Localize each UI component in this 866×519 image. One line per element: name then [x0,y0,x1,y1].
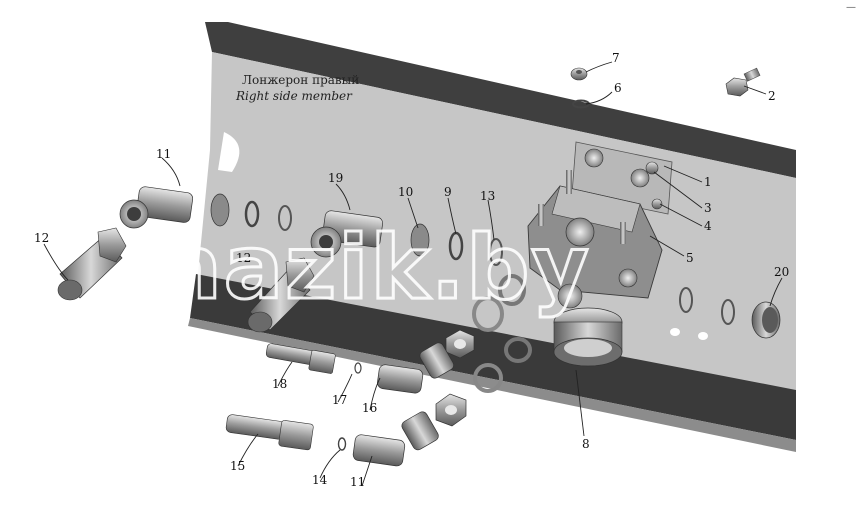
caption-en: Right side member [235,89,353,103]
callout-3: 3 [704,201,712,215]
callout-1: 1 [704,175,712,189]
part-elbow-16 [377,342,455,394]
web-hole [698,332,708,340]
callout-14: 14 [312,473,328,487]
callout-6: 6 [614,81,622,95]
callout-11-bottom: 11 [350,475,365,489]
callout-4: 4 [704,219,712,233]
part-fitting-12-mid [247,257,315,333]
callout-2: 2 [768,89,776,103]
part-ring-17 [354,362,362,374]
side-member-bottom-flange [190,274,796,440]
part-plug-20 [751,301,781,339]
callout-labels: 1 2 3 4 5 6 7 8 9 10 11 11 12 12 13 14 1… [34,51,789,489]
callout-16: 16 [362,401,377,415]
callout-7: 7 [612,51,620,65]
callout-17: 17 [332,393,347,407]
callout-5: 5 [686,251,694,265]
callout-10: 10 [398,185,413,199]
callout-9: 9 [444,185,452,199]
rings-mid [410,223,735,332]
part-elbow-19 [310,210,384,258]
part-elbow-11-top [119,186,194,229]
part-bolt-2 [725,67,761,97]
watermark: mazik.by [130,216,591,319]
leader-lines [43,61,783,487]
side-member [188,22,796,452]
part-connector-15 [225,414,314,451]
callout-19: 19 [328,171,343,185]
part-fitting-12-left [57,227,127,301]
callout-18: 18 [272,377,287,391]
corner-mark: — [846,2,856,13]
side-member-bottom-lip [188,318,796,452]
callout-12-mid: 12 [236,251,251,265]
side-member-top-flange [205,22,796,178]
part-elbow-11-bottom [352,411,439,467]
loose-hardware [435,329,532,427]
part-connector-18 [265,343,336,374]
side-member-notch [218,132,240,172]
caption-ru: Лонжерон правый [242,73,359,87]
web-hole [670,328,680,336]
part-valve-8 [527,170,663,367]
part-ring-14 [337,437,347,451]
callout-20: 20 [774,265,789,279]
callout-8: 8 [582,437,590,451]
rings-left [210,193,292,231]
callout-15: 15 [230,459,245,473]
callout-12-left: 12 [34,231,49,245]
part-nut-7 [570,67,588,81]
callout-11-top: 11 [156,147,171,161]
callout-13: 13 [480,189,495,203]
